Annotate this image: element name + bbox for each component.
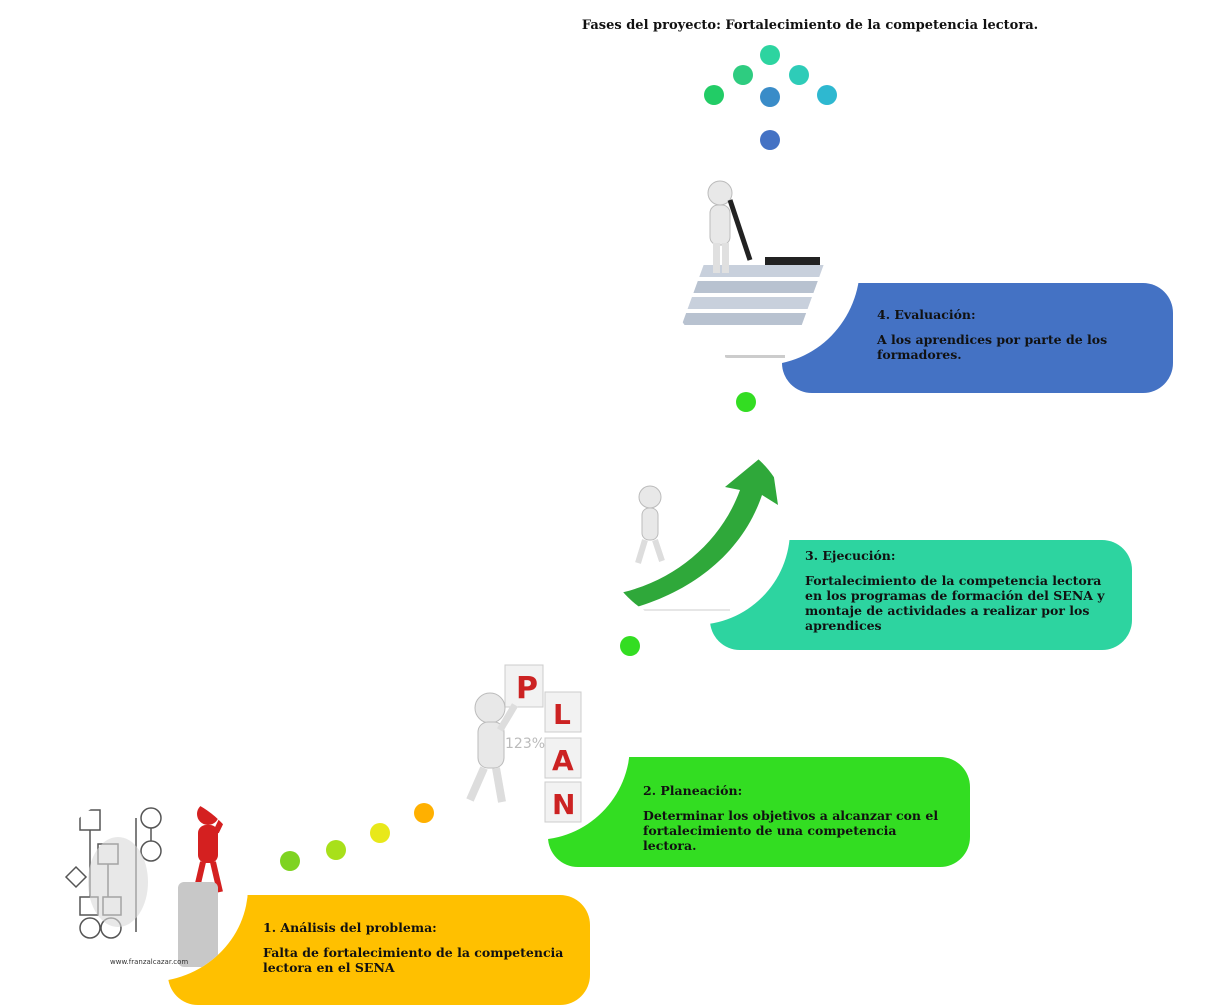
connector-dot	[414, 803, 434, 823]
connector-dot	[760, 130, 780, 150]
plan-letter-l: L	[553, 698, 571, 731]
flowchart-caption: www.franzalcazar.com	[110, 958, 188, 966]
connector-dot	[733, 65, 753, 85]
planning-illustration: P L A N 123%	[440, 650, 630, 840]
plan-letter-p: P	[516, 671, 538, 706]
connector-dot	[789, 65, 809, 85]
connector-dot	[760, 45, 780, 65]
phase-heading: 1. Análisis del problema:	[263, 920, 437, 935]
phase-heading: 2. Planeación:	[643, 783, 743, 798]
connector-dot	[280, 851, 300, 871]
connector-dot	[817, 85, 837, 105]
connector-dot	[326, 840, 346, 860]
connector-dot	[620, 636, 640, 656]
phase-description: Fortalecimiento de la competencia lector…	[805, 573, 1105, 633]
diagram-title: Fases del proyecto: Fortalecimiento de l…	[581, 18, 1039, 33]
connector-dot	[370, 823, 390, 843]
connector-dot	[760, 87, 780, 107]
phase-description: A los aprendices por parte de los formad…	[877, 332, 1108, 362]
plan-numbers: 123%	[505, 736, 545, 752]
evaluation-illustration	[665, 165, 860, 365]
plan-letter-n: N	[552, 788, 575, 821]
phase-heading: 4. Evaluación:	[877, 307, 976, 322]
plan-letter-a: A	[552, 744, 574, 777]
analysis-illustration: www.franzalcazar.com	[48, 792, 248, 982]
execution-illustration	[600, 435, 790, 625]
phase-description: Determinar los objetivos a alcanzar con …	[643, 808, 939, 853]
connector-dot	[704, 85, 724, 105]
phase-description: Falta de fortalecimiento de la competenc…	[263, 945, 564, 975]
phase-heading: 3. Ejecución:	[805, 548, 896, 563]
connector-dot	[736, 392, 756, 412]
